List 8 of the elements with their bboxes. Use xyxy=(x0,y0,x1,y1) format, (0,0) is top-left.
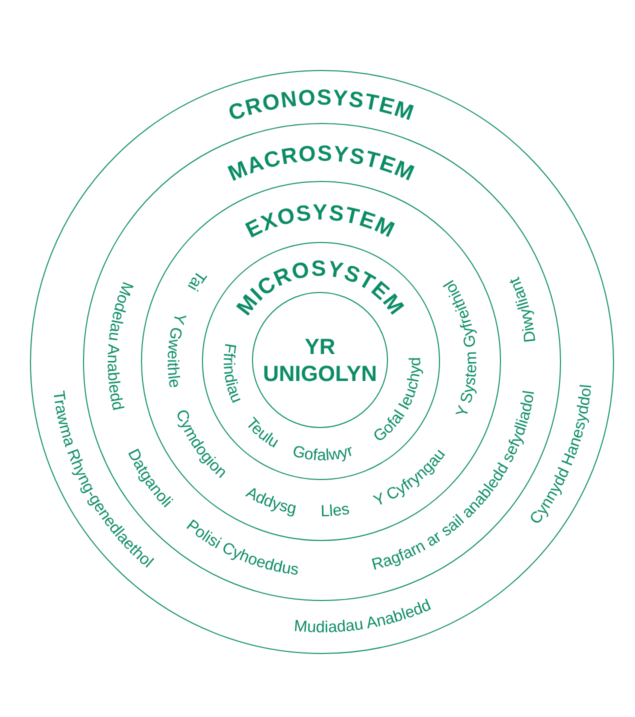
system-title: MACROSYSTEM xyxy=(224,140,418,186)
center-label: YR UNIGOLYN xyxy=(262,332,378,388)
factor-label: Tai xyxy=(184,267,210,294)
factor-label: Lles xyxy=(320,500,351,520)
system-ring xyxy=(30,70,614,654)
system-title: CRONOSYSTEM xyxy=(225,84,418,126)
factor-label: Gofalwyr xyxy=(290,442,356,464)
system-title: EXOSYSTEM xyxy=(242,200,400,243)
